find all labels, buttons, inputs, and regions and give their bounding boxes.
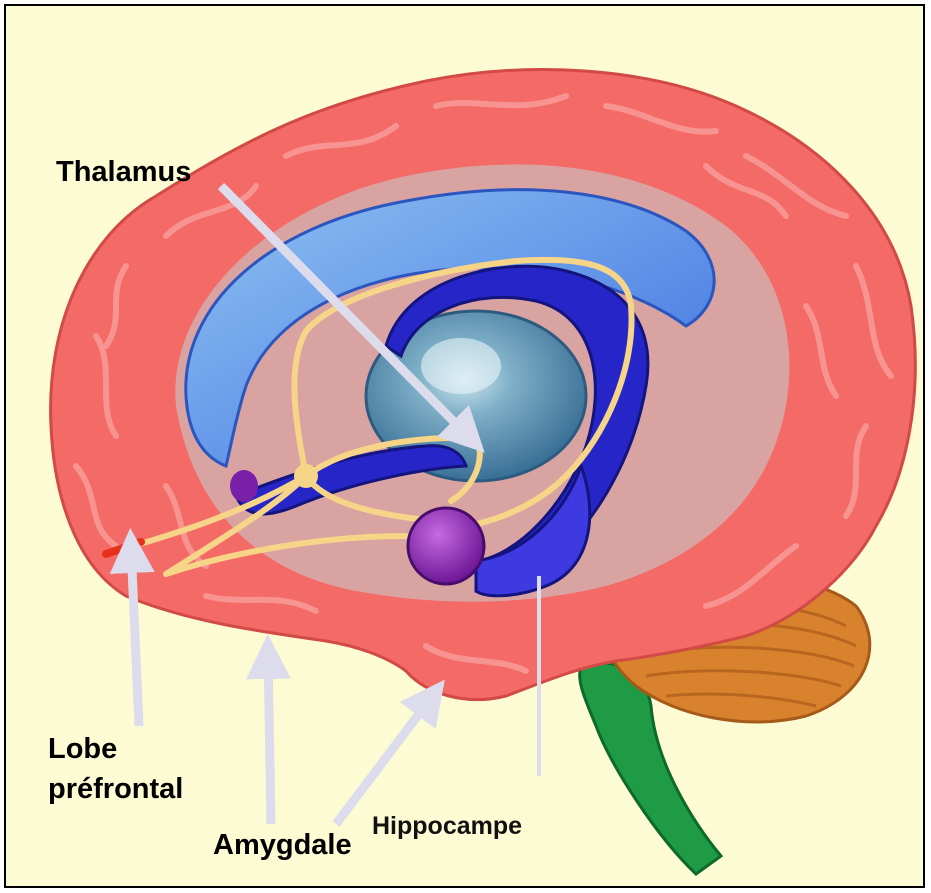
label-amygdale: Amygdale	[213, 829, 352, 861]
brain-diagram: Thalamus Lobe préfrontal Amygdale Hippoc…	[6, 6, 923, 886]
diagram-frame: Thalamus Lobe préfrontal Amygdale Hippoc…	[4, 4, 925, 888]
thalamus-highlight	[421, 338, 501, 394]
amygdala	[408, 508, 484, 584]
label-lobe-line1: Lobe	[48, 733, 117, 765]
label-hippocampe: Hippocampe	[372, 812, 522, 840]
label-thalamus: Thalamus	[56, 156, 191, 188]
label-lobe-line2: préfrontal	[48, 773, 183, 805]
fornix-junction	[294, 464, 318, 488]
amygdale-arrow	[268, 652, 271, 824]
olfactory-bulb-blob	[230, 470, 258, 502]
